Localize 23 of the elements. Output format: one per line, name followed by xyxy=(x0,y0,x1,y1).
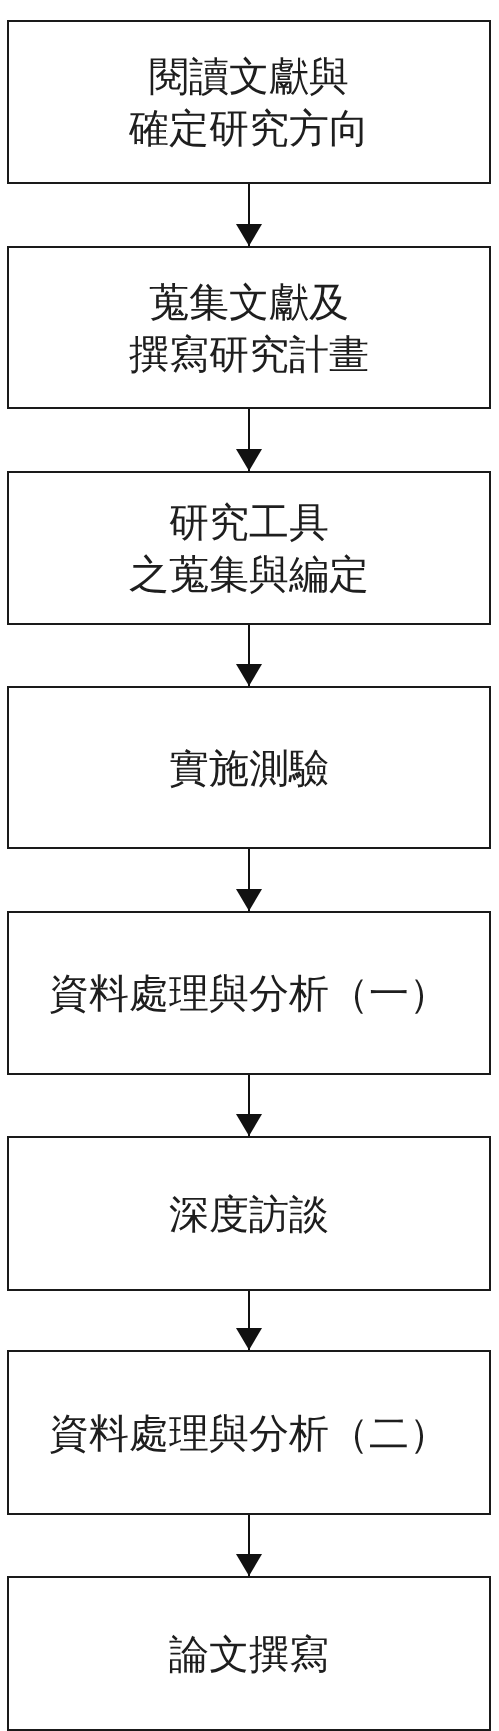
arrow xyxy=(236,1514,262,1577)
arrow xyxy=(236,624,262,687)
arrow xyxy=(236,1074,262,1137)
arrow xyxy=(236,183,262,247)
process-box xyxy=(7,1350,491,1515)
step-text: 閱讀文獻與確定研究方向 xyxy=(129,52,369,153)
process-box xyxy=(7,911,491,1075)
step-text: 研究工具之蒐集與編定 xyxy=(129,498,369,599)
step-text: 深度訪談 xyxy=(169,1189,329,1239)
step-text: 資料處理與分析（二） xyxy=(49,1408,449,1458)
step-text: 論文撰寫 xyxy=(169,1629,329,1679)
process-box xyxy=(7,471,491,625)
step-text: 蒐集文獻及撰寫研究計畫 xyxy=(129,277,369,379)
process-box xyxy=(7,1576,491,1731)
arrow xyxy=(236,848,262,912)
step-text: 資料處理與分析（一） xyxy=(49,969,449,1018)
process-box xyxy=(7,1136,491,1291)
step-text: 實施測驗 xyxy=(169,743,329,793)
arrow xyxy=(236,408,262,472)
arrow xyxy=(236,1290,262,1351)
process-box xyxy=(7,686,491,849)
process-box xyxy=(7,20,491,184)
process-box xyxy=(7,246,491,409)
